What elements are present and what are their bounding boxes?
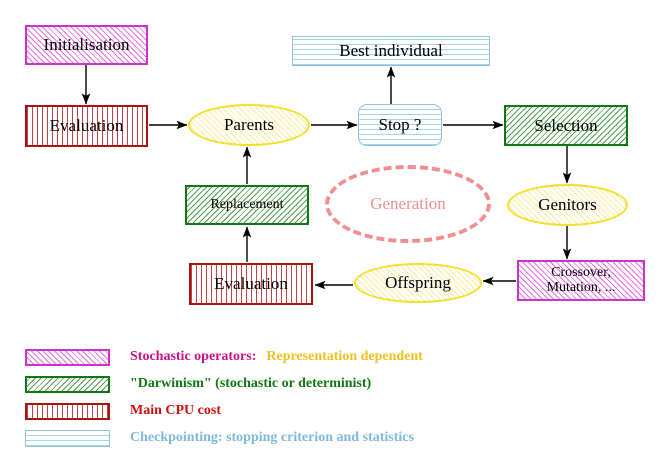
node-stop-label: Stop ? <box>378 115 422 135</box>
node-offspring[interactable]: Offspring <box>354 263 482 303</box>
legend-row-darwinism: "Darwinism" (stochastic or determinist) <box>25 375 371 393</box>
legend-swatch-magenta-diagonal-hatch <box>25 348 110 366</box>
node-evaluation-bottom[interactable]: Evaluation <box>189 263 313 305</box>
node-replacement[interactable]: Replacement <box>185 185 309 225</box>
legend-row-cpu-cost: Main CPU cost <box>25 402 221 420</box>
node-selection-label: Selection <box>534 115 598 135</box>
legend-swatch-red-vertical-stripes <box>25 402 110 420</box>
node-parents-label: Parents <box>223 115 275 134</box>
legend-label-stochastic: Stochastic operators: Representation depe… <box>130 349 423 365</box>
node-initialisation[interactable]: Initialisation <box>25 25 148 65</box>
legend-row-checkpointing: Checkpointing: stopping criterion and st… <box>25 429 414 447</box>
node-initialisation-label: Initialisation <box>43 35 130 55</box>
legend-label-darwinism: "Darwinism" (stochastic or determinist) <box>130 376 372 391</box>
node-evaluation-bottom-label: Evaluation <box>214 274 288 294</box>
node-replacement-label: Replacement <box>210 196 284 212</box>
node-best-individual-label: Best individual <box>339 41 443 61</box>
node-evaluation-top-label: Evaluation <box>49 116 124 136</box>
node-genitors[interactable]: Genitors <box>507 184 628 226</box>
legend-label-stochastic-part2: Representation dependent <box>266 349 423 364</box>
legend-label-stochastic-part1: Stochastic operators: <box>130 349 257 364</box>
node-parents[interactable]: Parents <box>188 104 310 146</box>
node-genitors-label: Genitors <box>538 195 597 214</box>
node-evaluation-top[interactable]: Evaluation <box>25 105 148 147</box>
legend-swatch-green-diagonal-hatch <box>25 375 110 393</box>
legend-label-cpu-cost: Main CPU cost <box>130 403 221 418</box>
node-stop[interactable]: Stop ? <box>358 104 442 146</box>
node-crossover-mutation[interactable]: Crossover, Mutation, ... <box>517 260 645 301</box>
node-generation-label: Generation <box>370 194 446 213</box>
node-best-individual[interactable]: Best individual <box>292 36 490 66</box>
node-crossover-mutation-label: Crossover, Mutation, ... <box>546 265 616 295</box>
node-offspring-label: Offspring <box>385 273 451 292</box>
legend-label-checkpointing: Checkpointing: stopping criterion and st… <box>130 430 414 445</box>
legend-swatch-blue-horizontal-lines <box>25 429 110 447</box>
node-selection[interactable]: Selection <box>504 105 628 146</box>
node-generation-group: Generation <box>325 165 491 243</box>
legend-row-stochastic: Stochastic operators: Representation depe… <box>25 348 423 366</box>
